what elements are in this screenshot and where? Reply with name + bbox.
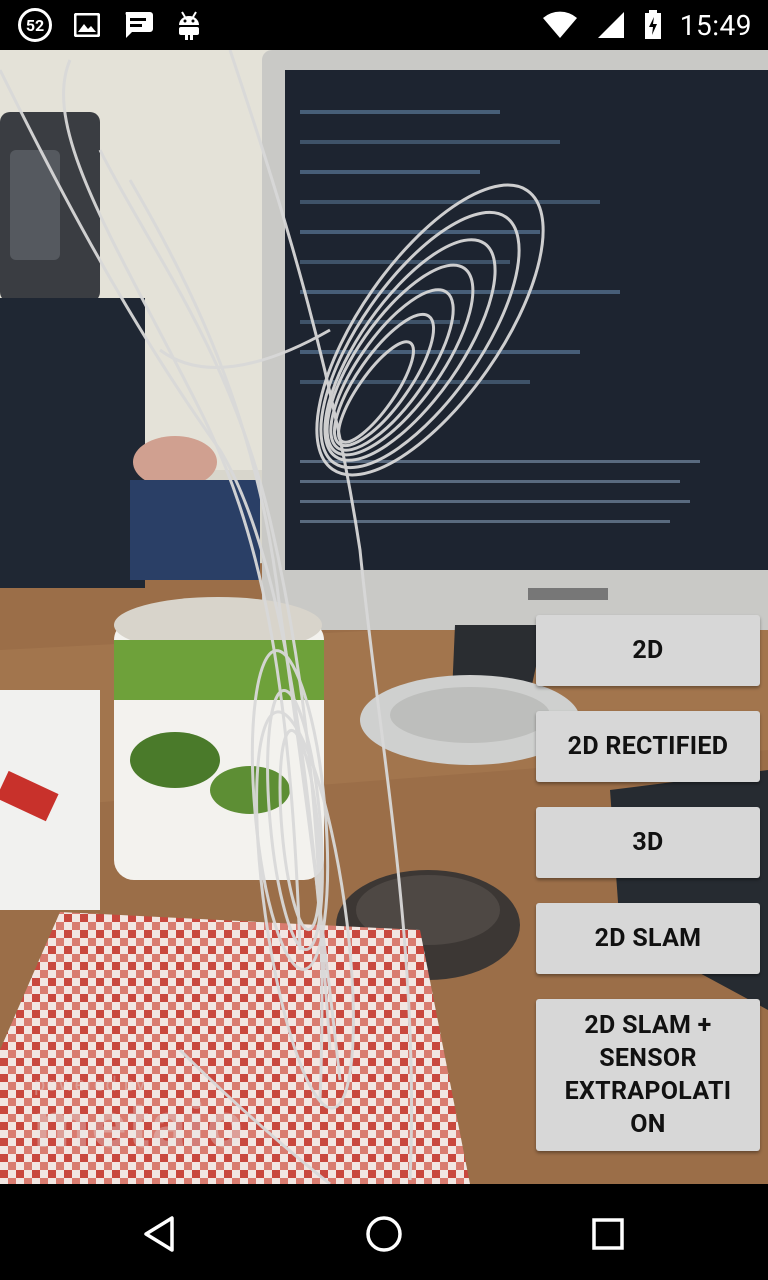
home-button[interactable] [362,1212,406,1256]
signal-icon [597,12,624,38]
ar-curve-overlay [0,50,545,1184]
button-2d-slam-label: 2D SLAM [594,924,702,953]
notification-count: 52 [25,15,45,35]
clock: 15:49 [679,8,752,42]
android-icon [179,11,199,40]
button-2d-label: 2D [632,636,664,665]
button-2d[interactable]: 2D [536,615,760,686]
navigation-bar [0,1184,768,1280]
button-2d-slam-sensor-extrapolation-label: 2D SLAM + SENSOR EXTRAPOLATI ON [564,1011,732,1139]
back-button[interactable] [138,1212,182,1256]
back-icon [144,1216,174,1252]
button-3d[interactable]: 3D [536,807,760,878]
button-2d-slam-sensor-extrapolation[interactable]: 2D SLAM + SENSOR EXTRAPOLATI ON [536,999,760,1151]
wifi-icon [542,11,577,38]
battery-icon [644,10,661,39]
notification-count-badge: 52 [18,8,52,42]
status-bar: 52 [0,0,768,50]
button-3d-label: 3D [632,828,664,857]
button-2d-rectified-label: 2D RECTIFIED [567,732,729,761]
button-2d-rectified[interactable]: 2D RECTIFIED [536,711,760,782]
home-icon [366,1216,402,1252]
camera-view[interactable]: powered by metaio 2D 2D RECTIFIED 3D 2D … [0,50,768,1184]
recents-icon [592,1218,624,1250]
image-icon [74,13,100,37]
button-2d-slam[interactable]: 2D SLAM [536,903,760,974]
recents-button[interactable] [586,1212,630,1256]
message-icon [125,12,153,38]
